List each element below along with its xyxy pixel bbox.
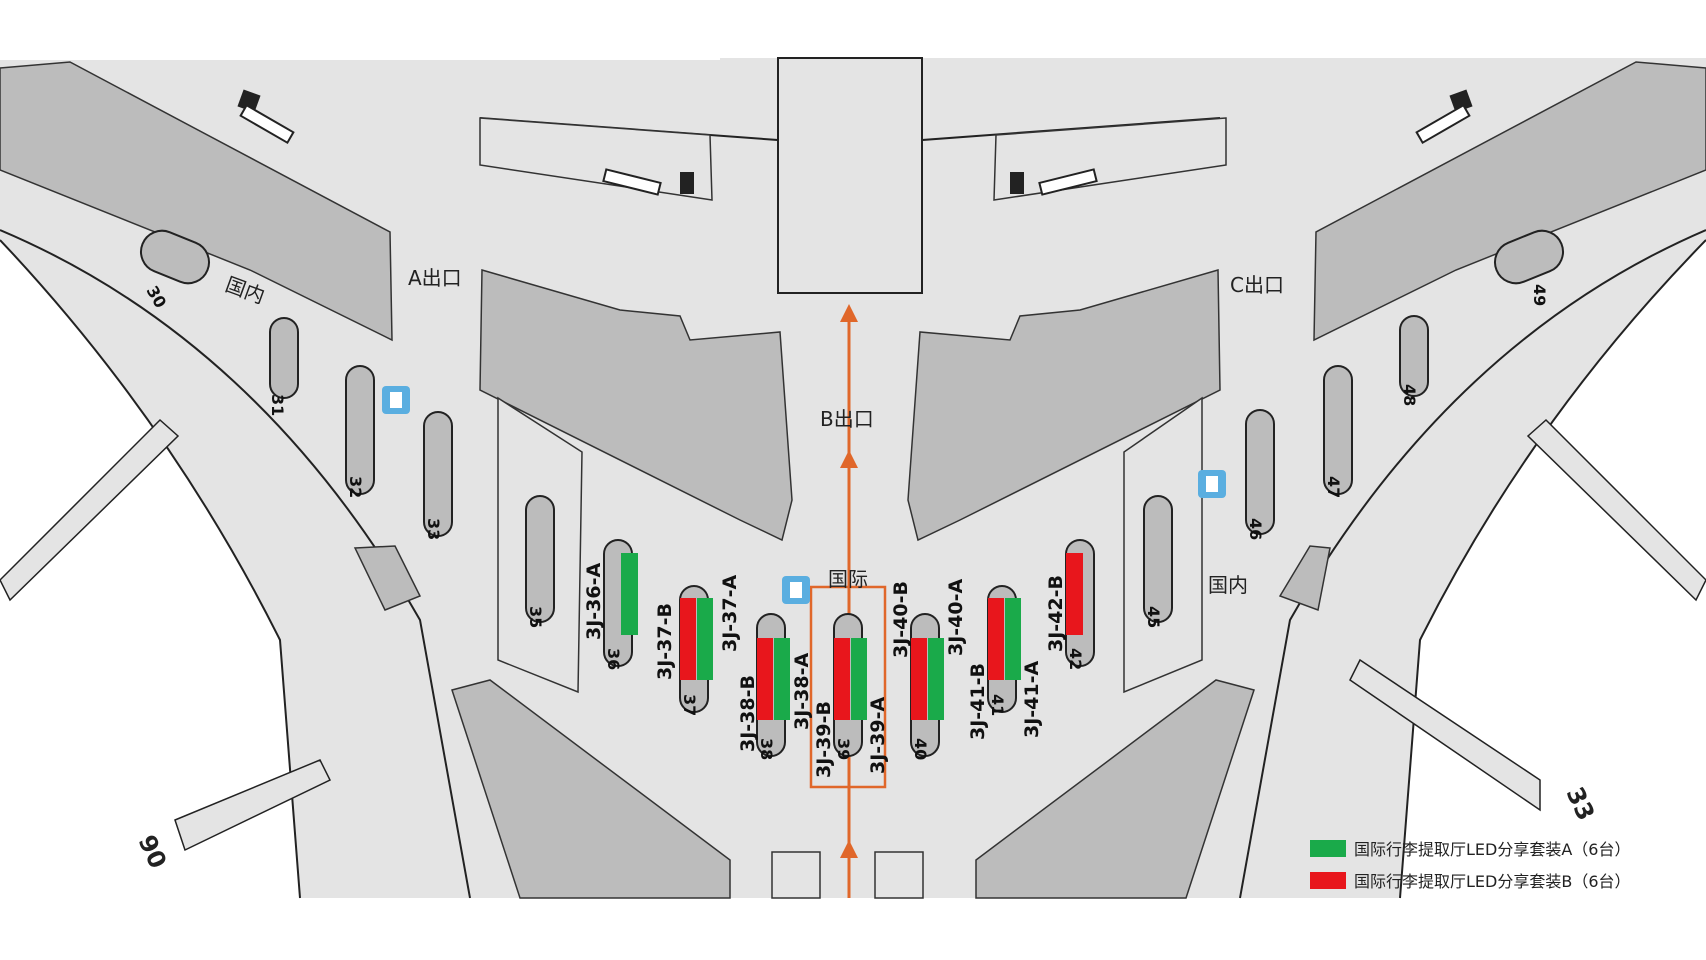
carousel-number-42: 42 xyxy=(1066,648,1085,670)
pier-block-right xyxy=(1313,61,1706,342)
legend-item-b: 国际行李提取厅LED分享套装B（6台） xyxy=(1306,868,1631,892)
carousel-number-45: 45 xyxy=(1144,606,1163,628)
route-arrow-icon xyxy=(840,450,858,468)
exit-c-label: C出口 xyxy=(1230,273,1284,297)
central-block-left xyxy=(479,269,793,542)
jet-bridge xyxy=(1526,418,1706,602)
zone-domestic-right: 国内 xyxy=(1208,573,1248,597)
carousel-number-40: 40 xyxy=(911,738,930,760)
carousel-number-32: 32 xyxy=(346,476,365,498)
carousel-47 xyxy=(1323,365,1353,495)
central-block-right xyxy=(907,269,1221,542)
legend-label-a: 国际行李提取厅LED分享套装A（6台） xyxy=(1354,840,1631,859)
carousel-number-36: 36 xyxy=(604,648,623,670)
screen-code-3j-39-a: 3J-39-A xyxy=(867,696,889,774)
led-display-b xyxy=(988,598,1004,680)
led-display-a xyxy=(851,638,867,720)
exit-a-label: A出口 xyxy=(408,266,462,290)
jet-bridge xyxy=(0,418,180,602)
led-display-b xyxy=(757,638,773,720)
carousel-46 xyxy=(1245,409,1275,535)
led-display-a xyxy=(928,638,944,720)
zone-international: 国际 xyxy=(828,567,868,591)
led-display-b xyxy=(911,638,927,720)
central-corridor xyxy=(777,57,923,294)
screen-code-3j-41-a: 3J-41-A xyxy=(1021,660,1043,738)
legend-swatch-a xyxy=(1310,839,1346,857)
carousel-30 xyxy=(140,229,210,285)
route-arrow-icon xyxy=(840,840,858,858)
apron-right xyxy=(1400,240,1706,898)
highlight-box xyxy=(809,585,887,789)
screen-code-3j-38-b: 3J-38-B xyxy=(737,675,759,752)
baggage-service-icon xyxy=(382,386,410,414)
baggage-service-icon xyxy=(1198,470,1226,498)
jet-bridge xyxy=(174,759,332,852)
screen-code-3j-40-b: 3J-40-B xyxy=(890,581,912,658)
carousel-number-39: 39 xyxy=(834,738,853,760)
carousel-49 xyxy=(1494,229,1564,285)
carousel-number-41: 41 xyxy=(988,694,1007,716)
carousel-number-38: 38 xyxy=(757,738,776,760)
exit-b-label: B出口 xyxy=(820,407,874,431)
screen-code-3j-41-b: 3J-41-B xyxy=(967,663,989,740)
led-displays xyxy=(621,553,1083,720)
carousel-31 xyxy=(269,317,299,399)
led-display-a xyxy=(621,553,638,635)
led-display-a xyxy=(774,638,790,720)
led-display-a xyxy=(1005,598,1021,680)
baggage-service-icon xyxy=(782,576,810,604)
carousel-number-group: 31 32 33 35 36 37 38 39 40 41 42 45 46 47 48 49 xyxy=(268,284,1549,760)
carousel-number-47: 47 xyxy=(1324,476,1343,498)
carousel-number-46: 46 xyxy=(1246,518,1265,540)
screen-code-3j-36-a: 3J-36-A xyxy=(583,562,605,640)
carousel-number-48: 48 xyxy=(1400,384,1419,406)
led-display-b xyxy=(834,638,850,720)
carousel-32 xyxy=(345,365,375,495)
screen-code-3j-39-b: 3J-39-B xyxy=(813,701,835,778)
legend-label-b: 国际行李提取厅LED分享套装B（6台） xyxy=(1354,872,1631,891)
carousel-number-31: 31 xyxy=(268,394,287,416)
screen-code-3j-37-b: 3J-37-B xyxy=(654,603,676,680)
led-display-b xyxy=(680,598,696,680)
legend-item-a: 国际行李提取厅LED分享套装A（6台） xyxy=(1306,836,1630,860)
screen-code-3j-40-a: 3J-40-A xyxy=(945,578,967,656)
carousel-number-33: 33 xyxy=(424,518,443,540)
pier-block-left xyxy=(0,61,393,342)
map-legend: 国际行李提取厅LED分享套装A（6台） 国际行李提取厅LED分享套装B（6台） xyxy=(1306,832,1706,894)
carousel-45 xyxy=(1143,495,1173,623)
legend-swatch-b xyxy=(1310,871,1346,889)
apron-left xyxy=(0,240,300,898)
carousel-35 xyxy=(525,495,555,623)
carousel-48 xyxy=(1399,315,1429,397)
led-display-a xyxy=(697,598,713,680)
carousel-number-35: 35 xyxy=(526,606,545,628)
carousel-number-49: 49 xyxy=(1530,284,1549,306)
carousel-number-37: 37 xyxy=(680,694,699,716)
screen-code-3j-38-a: 3J-38-A xyxy=(791,652,813,730)
screen-code-3j-37-a: 3J-37-A xyxy=(719,574,741,652)
carousel-33 xyxy=(423,411,453,537)
screen-code-3j-42-b: 3J-42-B xyxy=(1045,575,1067,652)
jet-bridge xyxy=(1349,658,1541,812)
led-display-b xyxy=(1066,553,1083,635)
route-arrow-icon xyxy=(840,304,858,322)
